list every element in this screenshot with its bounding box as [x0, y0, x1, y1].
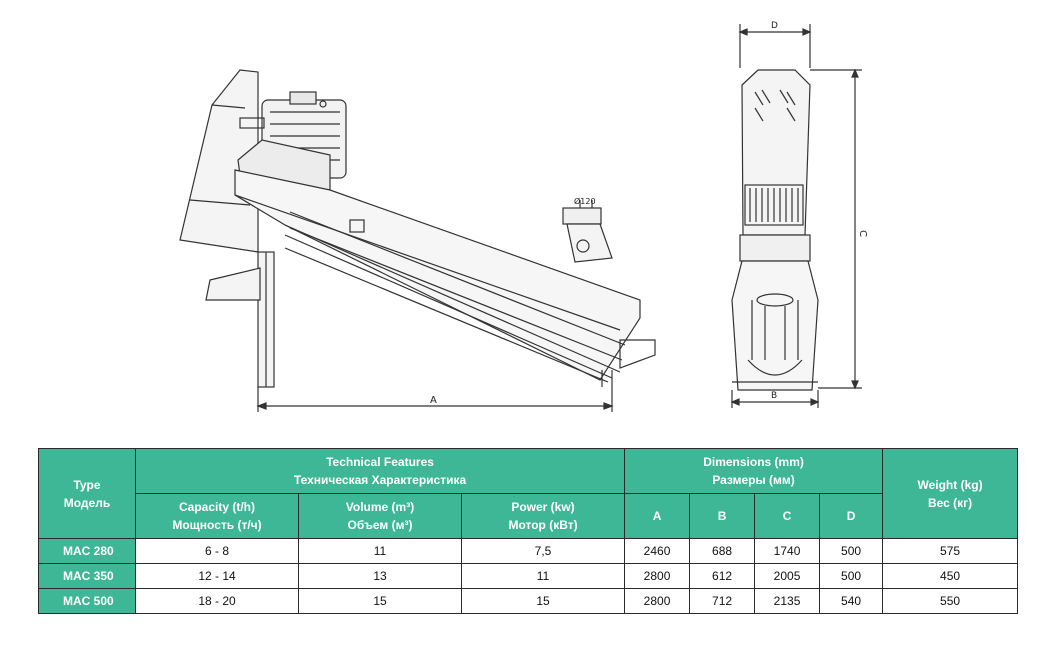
power-header: Power (kw) Мотор (кВт): [460, 493, 626, 539]
dim-c-cell: 2005: [754, 563, 821, 589]
dimensions-header: Dimensions (mm) Размеры (мм): [624, 448, 884, 494]
table-row: MAC 280 6 - 8 11 7,5 2460 688 1740 500 5…: [38, 538, 1019, 564]
power-cell: 7,5: [460, 538, 626, 564]
volume-cell: 13: [298, 563, 462, 589]
weight-cell: 575: [882, 538, 1019, 564]
table-row: MAC 350 12 - 14 13 11 2800 612 2005 500 …: [38, 563, 1019, 589]
weight-header: Weight (kg) Вес (кг): [882, 448, 1019, 539]
power-cell: 15: [460, 588, 626, 614]
dim-c-cell: 2135: [754, 588, 821, 614]
dimension-label-c: C: [857, 230, 868, 237]
capacity-cell: 12 - 14: [135, 563, 299, 589]
dim-d-cell: 500: [819, 563, 884, 589]
specification-table: Type Модель Technical Features Техническ…: [38, 448, 1019, 614]
dim-b-cell: 712: [689, 588, 756, 614]
weight-cell: 450: [882, 563, 1019, 589]
volume-cell: 11: [298, 538, 462, 564]
capacity-header: Capacity (t/h) Мощность (т/ч): [135, 493, 299, 539]
dim-d-cell: 500: [819, 538, 884, 564]
model-cell: MAC 350: [38, 563, 136, 589]
technical-drawing: A Ø120: [179, 21, 868, 412]
dim-b-cell: 688: [689, 538, 756, 564]
dimension-label-d: D: [771, 21, 778, 31]
dim-a-cell: 2800: [624, 563, 691, 589]
power-cell: 11: [460, 563, 626, 589]
technical-features-header: Technical Features Техническая Характери…: [134, 448, 626, 494]
dim-b-cell: 612: [689, 563, 756, 589]
model-cell: MAC 500: [38, 588, 136, 614]
volume-header: Volume (m³) Объем (м³): [298, 493, 462, 539]
capacity-cell: 6 - 8: [135, 538, 299, 564]
table-row: MAC 500 18 - 20 15 15 2800 712 2135 540 …: [38, 588, 1019, 614]
capacity-cell: 18 - 20: [135, 588, 299, 614]
dim-col-c-header: C: [754, 493, 821, 539]
model-cell: MAC 280: [38, 538, 136, 564]
dim-d-cell: 540: [819, 588, 884, 614]
dim-a-cell: 2800: [624, 588, 691, 614]
volume-cell: 15: [298, 588, 462, 614]
dimension-label-b: B: [771, 391, 777, 401]
weight-cell: 550: [882, 588, 1019, 614]
flange-diameter-label: Ø120: [574, 196, 596, 206]
side-view-drawing: [179, 69, 656, 412]
type-header: Type Модель: [38, 448, 136, 539]
dimension-label-a: A: [430, 395, 437, 406]
dim-a-cell: 2460: [624, 538, 691, 564]
dim-col-b-header: B: [689, 493, 756, 539]
dim-col-a-header: A: [624, 493, 691, 539]
dim-col-d-header: D: [819, 493, 884, 539]
front-view-drawing: [730, 24, 862, 408]
dim-c-cell: 1740: [754, 538, 821, 564]
